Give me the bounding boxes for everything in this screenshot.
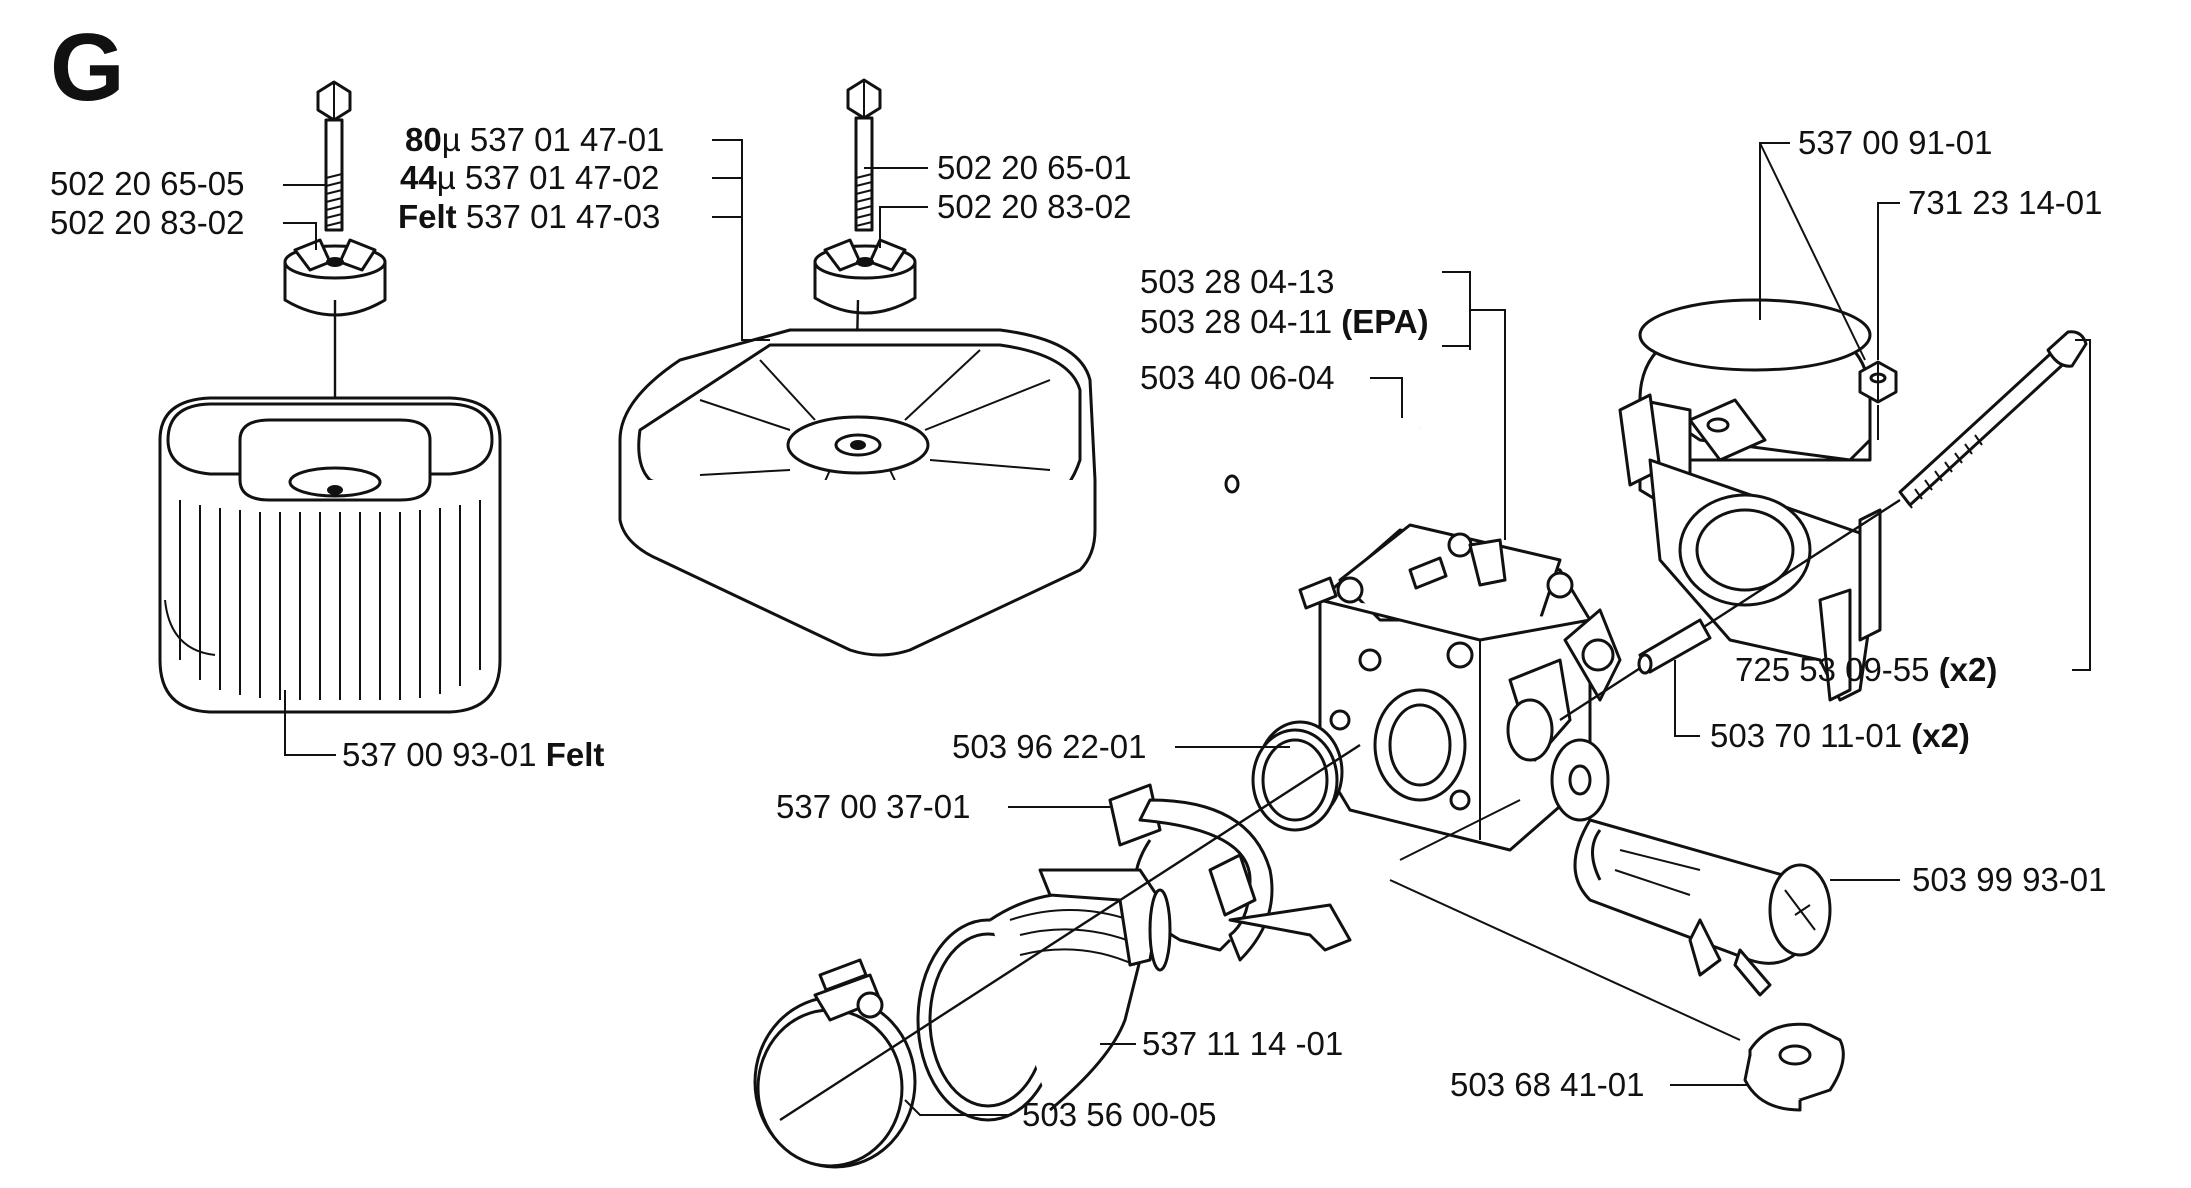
label-felt-filter: 537 00 93-01 Felt	[342, 736, 605, 773]
label-hose-clamp: 503 56 00-05	[1022, 1096, 1217, 1133]
label-filter-felt: Felt 537 01 47-03	[398, 198, 661, 235]
choke-axis-2	[1399, 799, 1521, 861]
wing-nut-right-drawing	[813, 238, 917, 315]
bolt-right-drawing	[846, 78, 882, 232]
label-bolt-right: 502 20 65-01	[937, 149, 1132, 186]
label-bolt-left: 502 20 65-05	[50, 165, 245, 202]
label-nut-right: 502 20 83-02	[937, 188, 1132, 225]
felt-filter-drawing	[158, 396, 502, 714]
label-pin: 503 70 11-01 (x2)	[1710, 717, 1970, 754]
section-letter: G	[50, 14, 125, 121]
fuel-hose-drawing	[1224, 424, 1421, 494]
intake-bellow-drawing	[916, 868, 1172, 1122]
label-nut-left: 502 20 83-02	[50, 204, 245, 241]
foam-filter-drawing	[618, 328, 1097, 657]
long-bolt-drawing	[1898, 330, 2088, 509]
hex-nut-drawing	[1858, 360, 1898, 404]
label-long-bolt: 725 53 09-55 (x2)	[1735, 651, 1998, 688]
bolt-left-drawing	[316, 80, 352, 232]
intake-adapter-drawing	[1618, 298, 1882, 702]
label-carb-std: 503 28 04-13	[1140, 263, 1335, 300]
leader-lines	[283, 139, 2091, 1116]
label-choke-lever: 503 99 93-01	[1912, 861, 2107, 898]
label-intake-bellow: 537 11 14 -01	[1142, 1025, 1344, 1062]
choke-axis	[1389, 879, 1741, 1041]
choke-lever-drawing	[1573, 818, 1832, 997]
wing-nut-left-drawing	[283, 238, 387, 317]
grommet-drawing	[1743, 1022, 1845, 1112]
label-intake-adapter: 537 00 91-01	[1798, 124, 1993, 161]
intake-axis	[779, 743, 1361, 1122]
seal-ring-drawing	[1251, 720, 1344, 832]
hose-clamp-drawing	[753, 958, 917, 1169]
label-seal-ring: 503 96 22-01	[952, 728, 1147, 765]
label-filter-80: 80µ 537 01 47-01	[405, 121, 665, 158]
label-hose: 503 40 06-04	[1140, 359, 1335, 396]
label-carb-epa: 503 28 04-11 (EPA)	[1140, 303, 1429, 340]
label-filter-44: 44µ 537 01 47-02	[400, 159, 660, 196]
carburetor-drawing	[1298, 523, 1622, 852]
label-hex-nut: 731 23 14-01	[1908, 184, 2103, 221]
pin-drawing	[1637, 618, 1712, 675]
label-grommet: 503 68 41-01	[1450, 1066, 1645, 1103]
bolt-axis	[1559, 498, 1901, 722]
label-clamp: 537 00 37-01	[776, 788, 971, 825]
